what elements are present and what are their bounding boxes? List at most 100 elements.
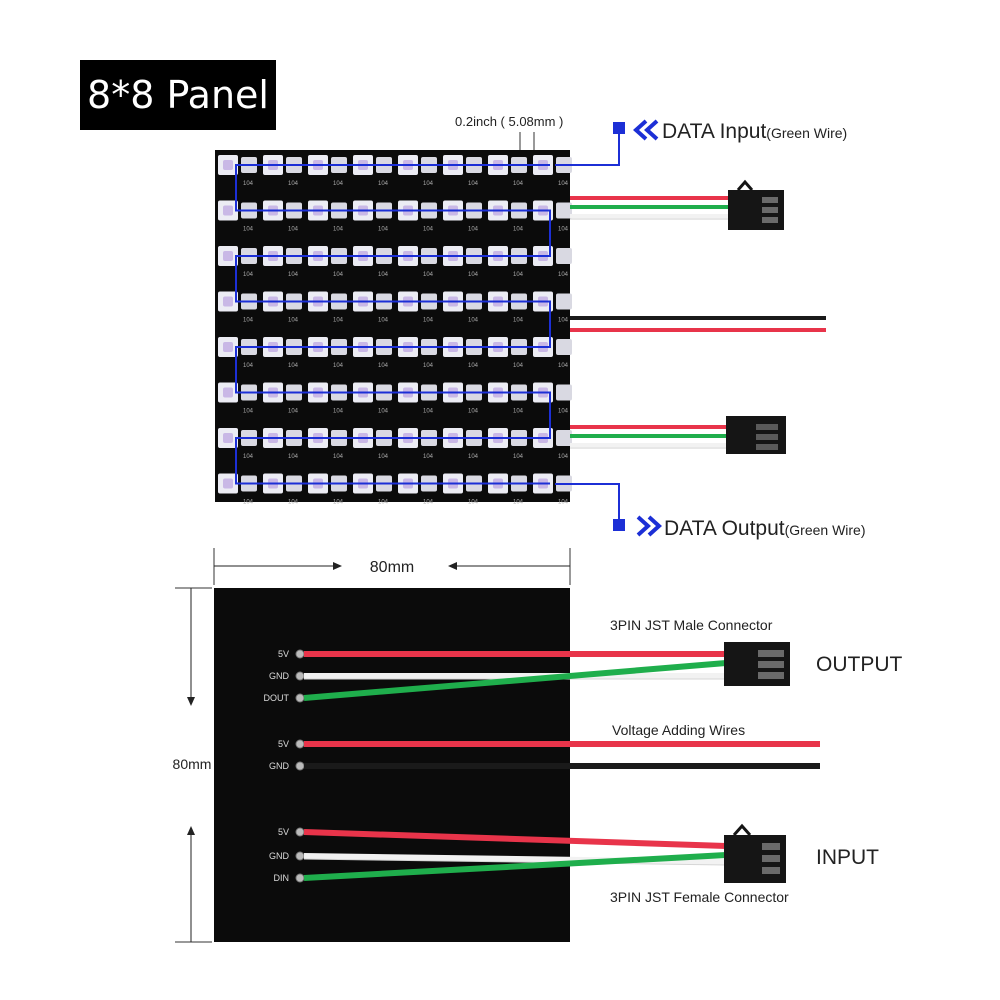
input-label: INPUT bbox=[816, 846, 879, 869]
voltage-wires bbox=[304, 741, 820, 769]
chip-label: 104 bbox=[423, 409, 434, 415]
chip-label: 104 bbox=[333, 409, 344, 415]
female-connector bbox=[724, 823, 786, 883]
chip-label: 104 bbox=[378, 454, 389, 460]
male-connector bbox=[724, 642, 790, 686]
chip-label: 104 bbox=[468, 272, 479, 278]
chip-label: 104 bbox=[468, 227, 479, 233]
chip-label: 104 bbox=[513, 272, 524, 278]
chip-label: 104 bbox=[423, 272, 434, 278]
chip-label: 104 bbox=[288, 454, 299, 460]
chip-label: 104 bbox=[468, 318, 479, 324]
chip-label: 104 bbox=[243, 181, 254, 187]
chip-label: 104 bbox=[288, 181, 299, 187]
chip-label: 104 bbox=[468, 363, 479, 369]
led-cell: 104 bbox=[218, 200, 257, 233]
pin-label: 5V bbox=[278, 827, 289, 837]
chip-label: 104 bbox=[288, 227, 299, 233]
chip-label: 104 bbox=[558, 318, 569, 324]
chip-label: 104 bbox=[243, 227, 254, 233]
chip-label: 104 bbox=[288, 409, 299, 415]
chip-label: 104 bbox=[468, 409, 479, 415]
chip-label: 104 bbox=[423, 318, 434, 324]
chip-label: 104 bbox=[513, 181, 524, 187]
chip-label: 104 bbox=[513, 454, 524, 460]
pin-label: GND bbox=[269, 851, 290, 861]
led-cell: 104 bbox=[263, 337, 302, 369]
data-input-marker bbox=[613, 122, 625, 134]
chip-label: 104 bbox=[333, 454, 344, 460]
chip-label: 104 bbox=[243, 318, 254, 324]
data-input-leader bbox=[555, 134, 620, 166]
chip-label: 104 bbox=[333, 318, 344, 324]
pin-label: 5V bbox=[278, 739, 289, 749]
pin-label: DOUT bbox=[264, 693, 290, 703]
chip-label: 104 bbox=[378, 227, 389, 233]
chip-label: 104 bbox=[288, 363, 299, 369]
top-male-connector bbox=[728, 179, 784, 230]
chip-label: 104 bbox=[378, 500, 389, 506]
pin-label: GND bbox=[269, 671, 290, 681]
chip-label: 104 bbox=[513, 318, 524, 324]
output-wires bbox=[303, 651, 727, 701]
chip-label: 104 bbox=[558, 181, 569, 187]
chip-label: 104 bbox=[378, 181, 389, 187]
chip-label: 104 bbox=[558, 409, 569, 415]
pitch-label: 0.2inch ( 5.08mm ) bbox=[455, 114, 563, 129]
chip-label: 104 bbox=[558, 227, 569, 233]
chip-label: 104 bbox=[513, 363, 524, 369]
pin-labels: 5V GND DOUT 5V GND 5V GND DIN bbox=[264, 649, 290, 883]
top-input-wires bbox=[570, 196, 730, 220]
chip-label: 104 bbox=[423, 454, 434, 460]
chip-label: 104 bbox=[558, 363, 569, 369]
data-flow-path bbox=[235, 164, 551, 485]
output-label: OUTPUT bbox=[816, 653, 903, 676]
chip-label: 104 bbox=[333, 227, 344, 233]
chip-label: 104 bbox=[468, 500, 479, 506]
width-label: 80mm bbox=[370, 559, 414, 576]
chip-label: 104 bbox=[243, 272, 254, 278]
chip-label: 104 bbox=[423, 227, 434, 233]
panel-title: 8*8 Panel bbox=[80, 60, 276, 130]
pin-label: 5V bbox=[278, 649, 289, 659]
led-cell: 104 bbox=[443, 382, 482, 415]
data-input-chevron-icon bbox=[633, 119, 659, 141]
chip-label: 104 bbox=[468, 181, 479, 187]
chip-label: 104 bbox=[288, 272, 299, 278]
data-output-label: DATA Output(Green Wire) bbox=[664, 517, 866, 540]
male-connector-label: 3PIN JST Male Connector bbox=[610, 617, 773, 633]
chip-label: 104 bbox=[378, 272, 389, 278]
chip-label: 104 bbox=[423, 363, 434, 369]
led-cell: 104 bbox=[218, 473, 257, 506]
top-voltage-wires bbox=[570, 316, 826, 332]
data-input-label: DATA Input(Green Wire) bbox=[662, 120, 847, 143]
chip-label: 104 bbox=[378, 318, 389, 324]
chip-label: 104 bbox=[243, 363, 254, 369]
top-output-wires bbox=[570, 425, 728, 449]
chip-label: 104 bbox=[468, 454, 479, 460]
height-label: 80mm bbox=[173, 756, 212, 772]
pin-label: DIN bbox=[274, 873, 290, 883]
chip-label: 104 bbox=[513, 409, 524, 415]
chip-label: 104 bbox=[288, 318, 299, 324]
chip-label: 104 bbox=[378, 409, 389, 415]
chip-label: 104 bbox=[333, 363, 344, 369]
input-wires bbox=[303, 829, 727, 881]
data-output-marker bbox=[613, 519, 625, 531]
chip-label: 104 bbox=[243, 454, 254, 460]
data-output-leader bbox=[555, 483, 620, 524]
chip-label: 104 bbox=[333, 272, 344, 278]
chip-label: 104 bbox=[513, 500, 524, 506]
top-female-connector bbox=[726, 416, 786, 454]
chip-label: 104 bbox=[423, 500, 434, 506]
chip-label: 104 bbox=[378, 363, 389, 369]
chip-label: 104 bbox=[513, 227, 524, 233]
chip-label: 104 bbox=[558, 272, 569, 278]
chip-label: 104 bbox=[288, 500, 299, 506]
chip-label: 104 bbox=[333, 181, 344, 187]
data-output-chevron-icon bbox=[636, 515, 662, 537]
chip-label: 104 bbox=[243, 500, 254, 506]
chip-label: 104 bbox=[558, 500, 569, 506]
chip-label: 104 bbox=[333, 500, 344, 506]
voltage-label: Voltage Adding Wires bbox=[612, 722, 745, 738]
